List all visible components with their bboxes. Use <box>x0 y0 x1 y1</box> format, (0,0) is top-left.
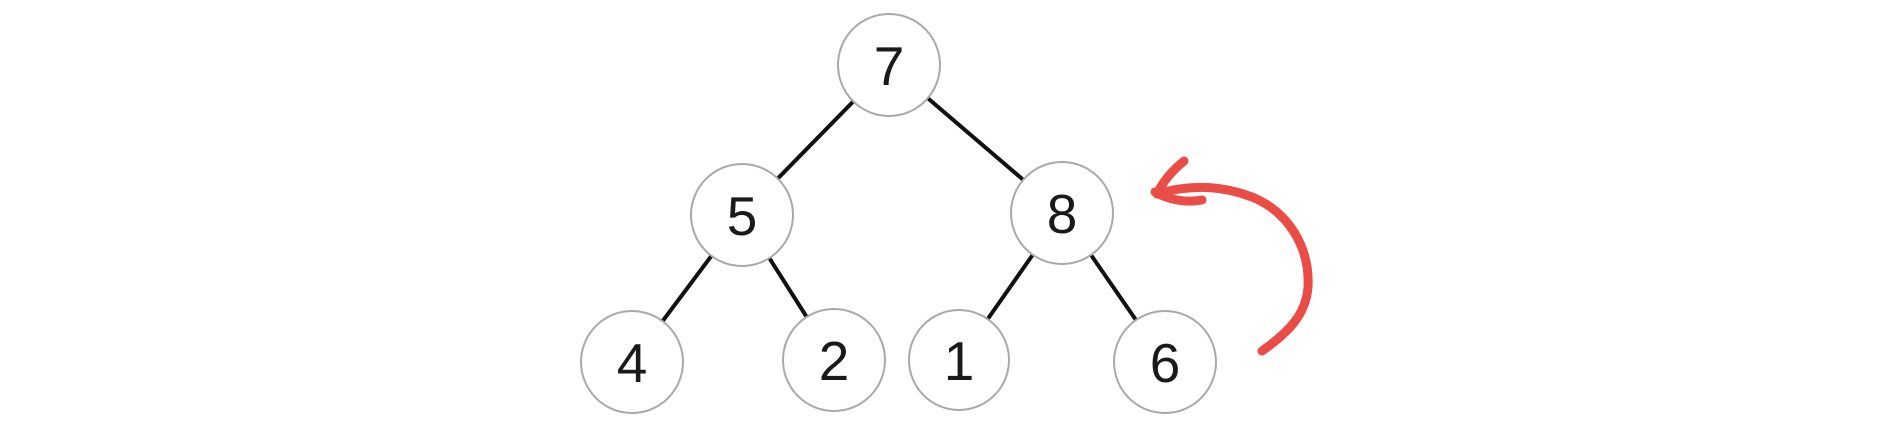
red-arrow-annotation <box>1150 156 1313 356</box>
node-6-label: 6 <box>1150 332 1181 394</box>
tree-node-6: 6 <box>1113 310 1217 414</box>
tree-node-5: 5 <box>690 163 794 267</box>
node-2-circle <box>782 308 886 412</box>
red-arrow-curve <box>1155 182 1313 356</box>
tree-node-4: 4 <box>580 310 684 414</box>
node-6-circle <box>1113 310 1217 414</box>
node-8-label: 8 <box>1047 183 1078 245</box>
node-5-circle <box>690 163 794 267</box>
node-4-label: 4 <box>617 332 648 394</box>
node-5-label: 5 <box>727 185 758 247</box>
tree-node-8: 8 <box>1010 161 1114 265</box>
tree-node-7: 7 <box>837 13 941 117</box>
node-7-circle <box>837 13 941 117</box>
node-7-label: 7 <box>874 35 905 97</box>
node-8-circle <box>1010 161 1114 265</box>
node-1-label: 1 <box>944 330 975 392</box>
tree-node-2: 2 <box>782 308 886 412</box>
tree-node-1: 1 <box>908 309 1010 411</box>
node-4-circle <box>580 310 684 414</box>
node-2-label: 2 <box>819 330 850 392</box>
tree-nodes: 7 5 8 4 2 1 6 <box>580 13 1217 414</box>
node-1-circle <box>908 309 1010 411</box>
red-arrow-head-lower-barb <box>1150 187 1207 206</box>
